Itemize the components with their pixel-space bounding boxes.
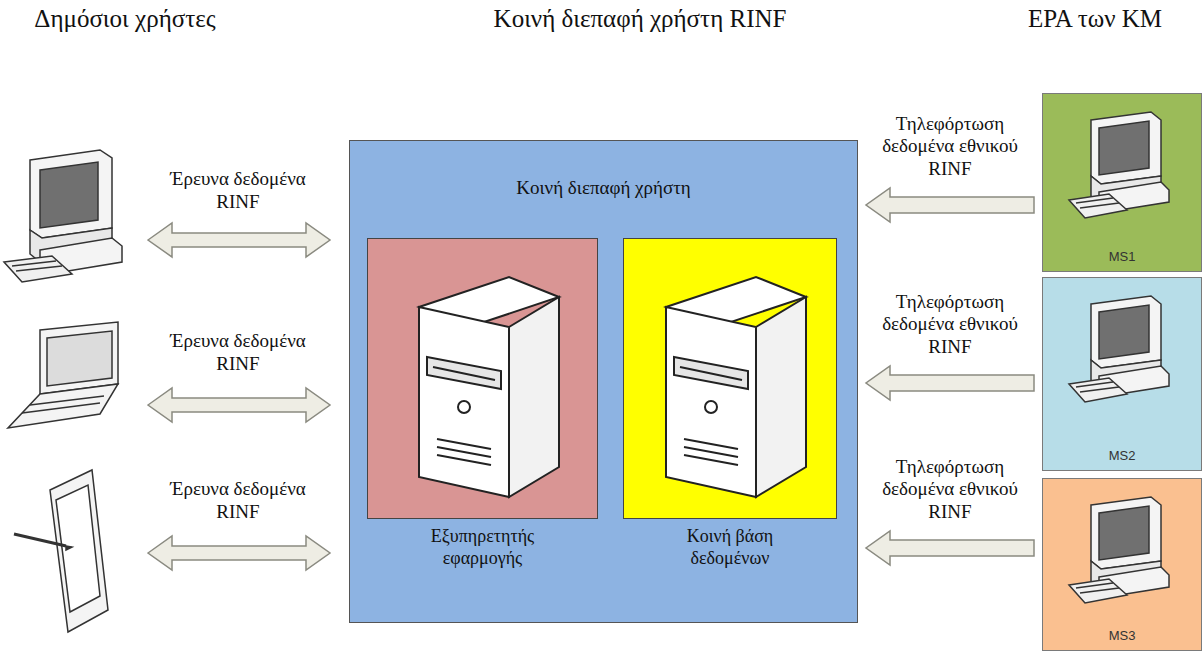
member-state-label: MS2 bbox=[1043, 448, 1201, 464]
arrow-label: Τηλεφόρτωση δεδομένα εθνικού RINF bbox=[870, 456, 1030, 524]
laptop-computer bbox=[8, 322, 118, 428]
box-heading: Κοινή διεπαφή χρήστη bbox=[350, 177, 857, 200]
computer-icon bbox=[1065, 102, 1175, 236]
column-heading: ΕΡΑ των ΚΜ bbox=[1000, 4, 1190, 34]
interface-box: Κοινή διεπαφή χρήστηΕξυπηρετητής εφαρμογ… bbox=[349, 140, 858, 623]
server-icon bbox=[399, 267, 569, 511]
upload-arrow bbox=[866, 188, 1034, 222]
arrow-label: Τηλεφόρτωση δεδομένα εθνικού RINF bbox=[870, 291, 1030, 359]
app-server-node: Εξυπηρετητής εφαρμογής bbox=[367, 238, 598, 588]
tablet-device bbox=[14, 470, 108, 632]
arrow-label: Έρευνα δεδομένα RINF bbox=[150, 168, 326, 214]
upload-arrow bbox=[866, 366, 1034, 400]
computer-icon bbox=[1065, 487, 1175, 621]
server-panel bbox=[623, 238, 837, 519]
arrow-label: Έρευνα δεδομένα RINF bbox=[150, 330, 326, 376]
member-state-box: MS2 bbox=[1042, 277, 1202, 471]
arrow-label: Έρευνα δεδομένα RINF bbox=[150, 478, 326, 524]
server-label: Εξυπηρετητής εφαρμογής bbox=[397, 526, 568, 569]
desktop-computer bbox=[4, 150, 122, 282]
member-state-box: MS3 bbox=[1042, 478, 1202, 651]
column-heading: Δημόσιοι χρήστες bbox=[10, 4, 240, 34]
member-state-label: MS1 bbox=[1043, 249, 1201, 265]
arrow-label: Τηλεφόρτωση δεδομένα εθνικού RINF bbox=[870, 113, 1030, 181]
server-label: Κοινή βάση δεδομένων bbox=[653, 526, 807, 569]
upload-arrow bbox=[866, 531, 1034, 565]
server-panel bbox=[367, 238, 598, 519]
member-state-box: MS1 bbox=[1042, 93, 1202, 272]
member-state-label: MS3 bbox=[1043, 628, 1201, 644]
database-node: Κοινή βάση δεδομένων bbox=[623, 238, 837, 588]
diagram-title: Κοινή διεπαφή χρήστη RINF bbox=[420, 4, 860, 34]
double-arrows bbox=[148, 223, 330, 570]
server-icon bbox=[646, 267, 816, 511]
computer-icon bbox=[1065, 286, 1175, 420]
